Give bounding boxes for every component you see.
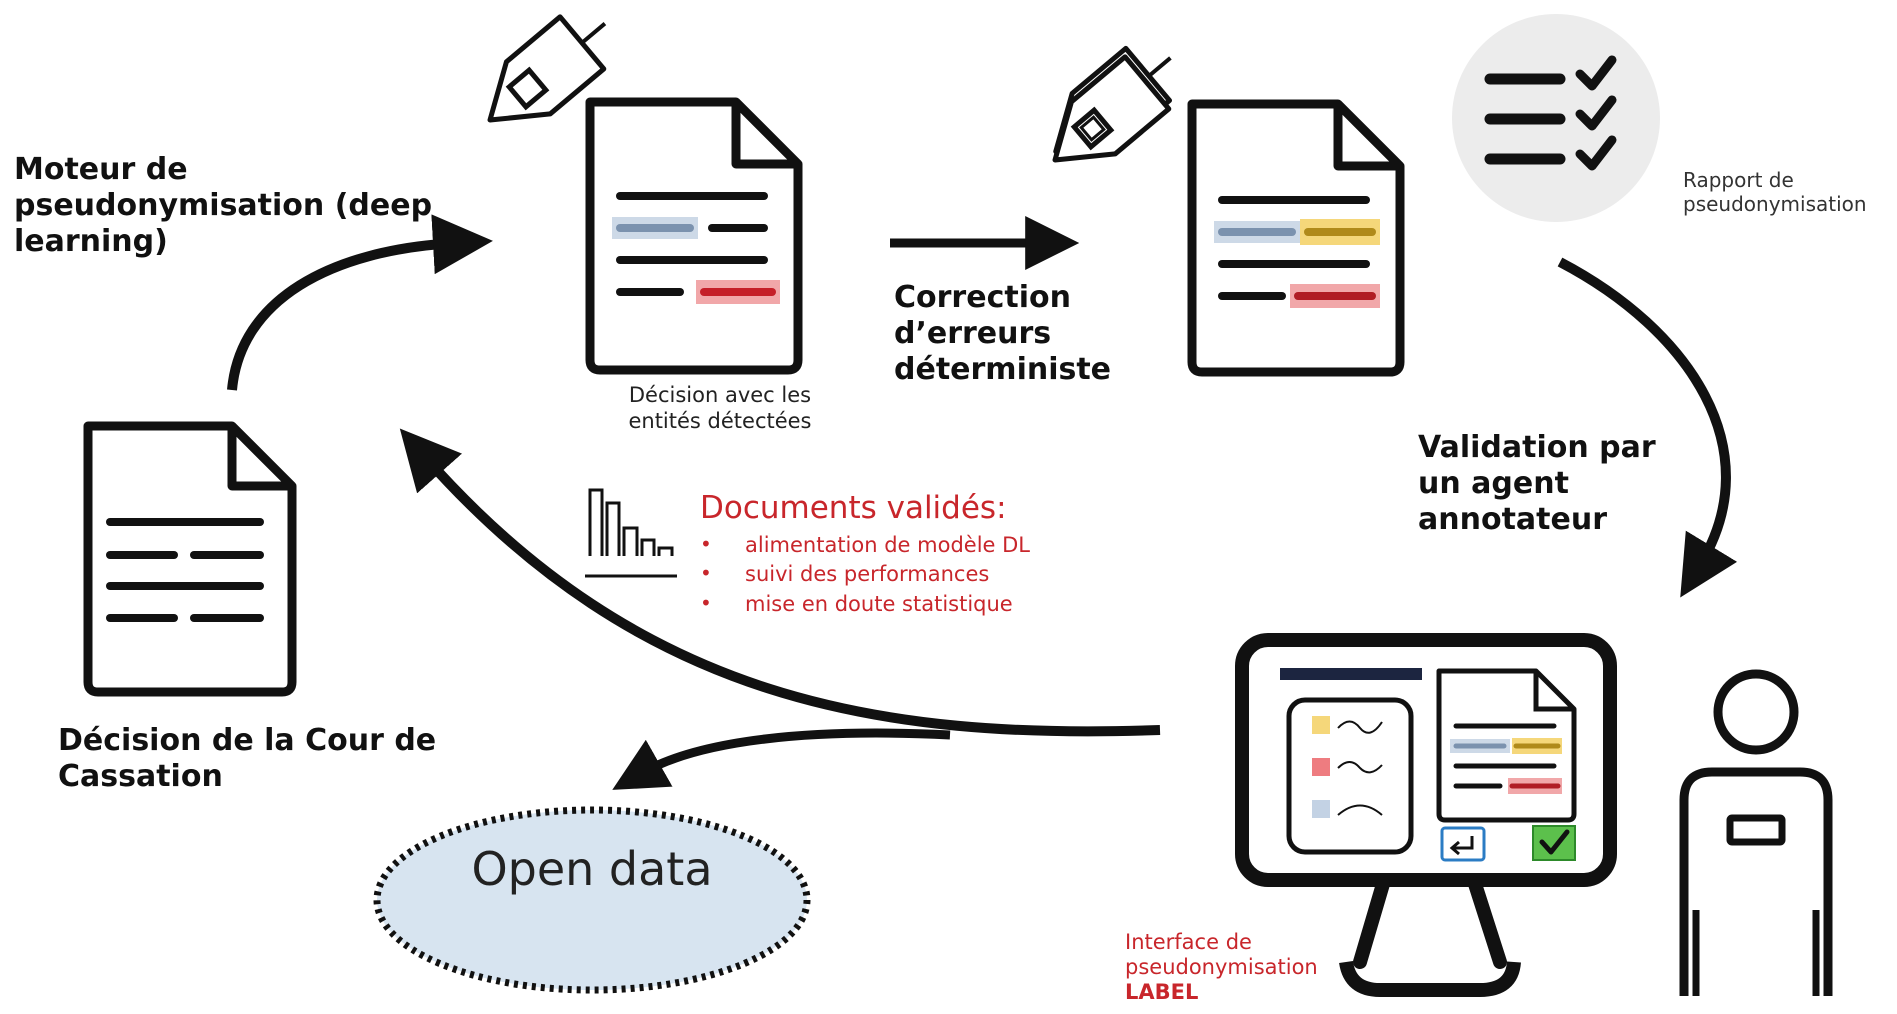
label-interface: Interface de pseudonymisation LABEL [1125, 930, 1365, 1006]
monitor-icon [1235, 633, 1617, 997]
label-moteur: Moteur de pseudonymisation (deep learnin… [14, 152, 433, 259]
label-validation: Validation par un agent annotateur [1418, 430, 1656, 537]
document-icon [585, 97, 803, 375]
bar-chart-icon [585, 488, 677, 578]
list-item: mise en doute statistique [700, 591, 1160, 617]
arrow-feedback-to-decision [399, 428, 1161, 737]
checklist-icon [1452, 14, 1660, 222]
arrow-to-moteur [227, 214, 493, 391]
documents-valides-list: alimentation de modèle DL suivi des perf… [700, 532, 1160, 617]
person-icon [1679, 669, 1833, 996]
document-icon [1187, 99, 1405, 377]
documents-valides-block: Documents validés: alimentation de modèl… [700, 490, 1160, 621]
tag-icon [1052, 45, 1173, 163]
label-interface-text: Interface de pseudonymisation [1125, 930, 1318, 980]
label-decision-entites: Décision avec les entités détectées [628, 383, 812, 434]
arrow-to-validation [1557, 257, 1738, 598]
documents-valides-title: Documents validés: [700, 490, 1007, 526]
open-data-ellipse [373, 806, 811, 994]
tag-icon [487, 14, 607, 123]
label-interface-brand: LABEL [1125, 980, 1199, 1005]
document-icon [83, 421, 297, 697]
label-decision-cour: Décision de la Cour de Cassation [58, 723, 437, 794]
list-item: alimentation de modèle DL [700, 532, 1160, 558]
undo-icon [1440, 826, 1486, 862]
checkmark-icon [1532, 825, 1576, 861]
label-correction: Correction d’erreurs déterministe [894, 280, 1112, 387]
label-rapport: Rapport de pseudonymisation [1683, 168, 1867, 216]
arrow-to-open-data [612, 728, 951, 790]
list-item: suivi des performances [700, 561, 1160, 587]
open-data-label: Open data [471, 842, 713, 896]
